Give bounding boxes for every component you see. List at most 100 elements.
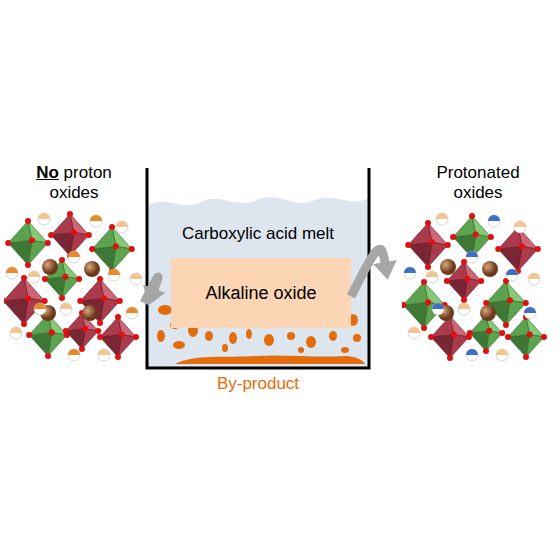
oxygen-atom bbox=[25, 295, 31, 301]
octahedron-face bbox=[506, 281, 526, 303]
byproduct-droplet bbox=[222, 344, 228, 352]
oxygen-atom bbox=[488, 234, 494, 240]
oxygen-atom bbox=[77, 298, 83, 304]
octahedron-face bbox=[424, 282, 445, 305]
cation-atom bbox=[408, 327, 420, 339]
cation-atom bbox=[506, 269, 518, 281]
byproduct-droplet bbox=[287, 332, 295, 340]
octahedron-face bbox=[80, 279, 104, 301]
cation-atom bbox=[466, 349, 478, 361]
oxygen-atom bbox=[447, 355, 453, 361]
byproduct-droplet bbox=[157, 330, 165, 342]
octahedron-face bbox=[486, 281, 510, 303]
no-proton-oxide-crystal: No proton oxides bbox=[4, 163, 144, 363]
oxygen-atom bbox=[445, 242, 451, 248]
octahedron-face bbox=[498, 246, 522, 271]
oxygen-atom bbox=[519, 243, 525, 249]
cation-atom bbox=[466, 251, 478, 263]
cation-atom bbox=[404, 267, 416, 279]
metal-atom bbox=[84, 261, 100, 277]
cation-atom bbox=[10, 327, 22, 339]
octahedron-face bbox=[66, 329, 85, 349]
oxygen-atom bbox=[119, 332, 125, 338]
octahedron-face bbox=[403, 282, 428, 305]
structure-heading: Protonated oxides bbox=[422, 163, 534, 203]
cation-atom bbox=[28, 271, 40, 283]
oxygen-atom bbox=[425, 220, 431, 226]
cation-atom bbox=[116, 221, 128, 233]
byproduct-droplet bbox=[306, 336, 316, 348]
oxygen-atom bbox=[48, 232, 54, 238]
oxygen-atom bbox=[425, 264, 431, 270]
octahedron-face bbox=[45, 277, 66, 298]
oxygen-atom bbox=[82, 326, 88, 332]
cation-atom bbox=[458, 303, 470, 315]
octahedron-face bbox=[100, 317, 122, 337]
octahedron-face bbox=[4, 298, 28, 324]
octahedron-face bbox=[450, 316, 469, 337]
carboxylic-acid-beaker: Carboxylic acid meltAlkaline oxide bbox=[145, 160, 371, 370]
oxygen-atom bbox=[49, 329, 55, 335]
oxygen-atom bbox=[45, 240, 51, 246]
oxygen-atom bbox=[59, 295, 65, 301]
melt-label: Carboxylic acid melt bbox=[145, 224, 371, 244]
crystal-structure bbox=[402, 209, 554, 363]
byproduct-droplet bbox=[229, 332, 237, 344]
oxygen-atom bbox=[25, 262, 31, 268]
oxygen-atom bbox=[523, 354, 529, 360]
oxygen-atom bbox=[421, 279, 427, 285]
metal-atom bbox=[482, 261, 498, 277]
oxygen-atom bbox=[97, 320, 103, 326]
octahedron-face bbox=[8, 221, 32, 243]
oxygen-atom bbox=[461, 259, 467, 265]
octahedron-face bbox=[508, 317, 530, 337]
octahedron-face bbox=[508, 335, 530, 357]
octahedron-face bbox=[4, 278, 28, 301]
octahedron-face bbox=[464, 262, 481, 281]
oxygen-atom bbox=[541, 334, 547, 340]
oxygen-atom bbox=[402, 302, 406, 308]
protonated-oxide-crystal: Protonated oxides bbox=[402, 163, 554, 363]
oxygen-atom bbox=[429, 239, 435, 245]
oxygen-atom bbox=[486, 328, 492, 334]
cation-atom bbox=[126, 307, 138, 319]
oxygen-atom bbox=[527, 332, 533, 338]
oxygen-atom bbox=[95, 328, 101, 334]
oxygen-atom bbox=[507, 297, 513, 303]
metal-atom bbox=[480, 305, 496, 321]
crystal-structure bbox=[4, 209, 144, 363]
beaker-outline bbox=[147, 168, 369, 368]
byproduct-sediment bbox=[175, 355, 365, 364]
byproduct-droplet bbox=[341, 347, 349, 353]
cation-atom bbox=[426, 271, 438, 283]
cation-atom bbox=[34, 303, 46, 315]
oxygen-atom bbox=[451, 331, 457, 337]
octahedron-face bbox=[118, 317, 136, 337]
oxygen-atom bbox=[97, 276, 103, 282]
octahedron-face bbox=[100, 279, 120, 301]
octahedron-face bbox=[431, 334, 454, 358]
oxygen-atom bbox=[21, 321, 27, 327]
oxygen-atom bbox=[499, 330, 505, 336]
oxygen-atom bbox=[86, 232, 92, 238]
octahedron-face bbox=[470, 331, 489, 351]
oxygen-atom bbox=[21, 275, 27, 281]
oxygen-atom bbox=[495, 246, 501, 252]
oxygen-atom bbox=[26, 332, 32, 338]
oxygen-atom bbox=[428, 334, 434, 340]
byproduct-droplet bbox=[329, 331, 337, 341]
oxygen-atom bbox=[483, 348, 489, 354]
cation-atom bbox=[98, 349, 110, 361]
oxygen-atom bbox=[115, 314, 121, 320]
oxygen-atom bbox=[42, 298, 48, 304]
byproduct-droplet bbox=[158, 305, 172, 315]
octahedron-face bbox=[408, 242, 432, 267]
oxygen-atom bbox=[405, 242, 411, 248]
oxygen-atom bbox=[503, 322, 509, 328]
byproduct-droplet bbox=[173, 341, 185, 349]
cation-atom bbox=[130, 273, 142, 285]
oxygen-atom bbox=[464, 276, 470, 282]
octahedron-face bbox=[70, 214, 89, 235]
oxygen-atom bbox=[113, 243, 119, 249]
